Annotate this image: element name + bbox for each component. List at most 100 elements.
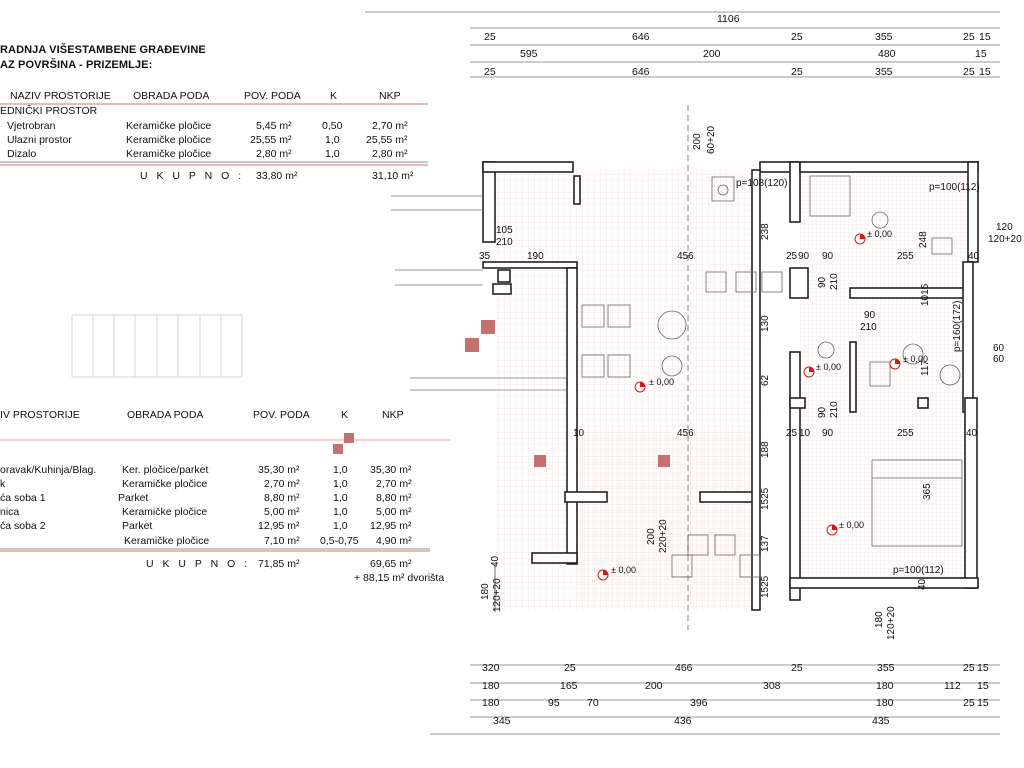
t2-row-name: ća soba 2 <box>0 520 46 532</box>
t1-row-finish: Keramičke pločice <box>126 134 212 146</box>
svg-text:60: 60 <box>993 343 1005 354</box>
t2-row-nkp: 4,90 m² <box>376 535 412 547</box>
t1-header-nkp: NKP <box>379 90 401 102</box>
site-lines <box>391 195 567 391</box>
svg-text:40: 40 <box>490 555 501 567</box>
svg-text:62: 62 <box>760 374 771 386</box>
dim: 646 <box>632 66 650 78</box>
svg-text:345: 345 <box>493 715 511 727</box>
t2-row-name: oravak/Kuhinja/Blag. <box>0 464 97 476</box>
svg-text:90: 90 <box>798 251 810 262</box>
dim: 25 <box>963 66 975 78</box>
svg-text:p=100(112): p=100(112) <box>929 182 980 193</box>
t2-row-nkp: 35,30 m² <box>370 464 412 476</box>
t1-row-area: 5,45 m² <box>256 120 292 132</box>
dim: 646 <box>632 31 650 43</box>
t2-row-nkp: 12,95 m² <box>370 520 412 532</box>
svg-text:200: 200 <box>646 528 657 545</box>
svg-text:120+20: 120+20 <box>492 578 503 612</box>
dim: 25 <box>963 31 975 43</box>
svg-text:90: 90 <box>822 428 834 439</box>
svg-text:15: 15 <box>977 680 989 692</box>
svg-text:± 0,00: ± 0,00 <box>816 362 841 372</box>
svg-text:120+20: 120+20 <box>886 606 897 640</box>
level-markers: ± 0,00 ± 0,00 ± 0,00 ± 0,00 ± 0,00 ± 0,0… <box>597 229 928 581</box>
title-line-1: RADNJA VIŠESTAMBENE GRAĐEVINE <box>0 44 206 56</box>
svg-text:308: 308 <box>763 680 781 692</box>
svg-text:180: 180 <box>876 697 894 709</box>
dim: 25 <box>484 66 496 78</box>
t2-row-area: 7,10 m² <box>264 535 300 547</box>
t1-row-area: 25,55 m² <box>250 134 292 146</box>
svg-text:60+20: 60+20 <box>706 125 717 154</box>
t1-row-nkp: 2,70 m² <box>372 120 408 132</box>
t1-row-nkp: 25,55 m² <box>366 134 408 146</box>
t2-row-finish: Keramičke pločice <box>122 478 208 490</box>
t2-total-area: 71,85 m² <box>258 558 300 570</box>
svg-text:± 0,00: ± 0,00 <box>903 354 928 364</box>
t1-row-finish: Keramičke pločice <box>126 120 212 132</box>
svg-text:248: 248 <box>918 231 929 248</box>
dim: 200 <box>703 48 721 60</box>
svg-text:90: 90 <box>817 276 828 288</box>
svg-text:200: 200 <box>645 680 663 692</box>
dim: 15 <box>975 48 987 60</box>
level-marker-icon: ± 0,00 <box>889 354 928 370</box>
t2-row-finish: Parket <box>122 520 153 532</box>
t2-row-name: ća soba 1 <box>0 492 46 504</box>
t2-row-k: 1,0 <box>333 506 348 518</box>
t2-row-nkp: 2,70 m² <box>376 478 412 490</box>
svg-text:90: 90 <box>817 406 828 418</box>
svg-text:40: 40 <box>966 428 978 439</box>
level-marker-icon: ± 0,00 <box>826 520 864 536</box>
t2-courtyard-note: + 88,15 m² dvorišta <box>354 572 445 584</box>
t2-row-finish: Keramičke pločice <box>122 506 208 518</box>
t2-total-label: U K U P N O : <box>146 558 251 570</box>
svg-text:60: 60 <box>993 354 1005 365</box>
level-marker-icon: ± 0,00 <box>854 229 892 245</box>
dim: 15 <box>979 66 991 78</box>
t1-header-k: K <box>330 90 338 102</box>
svg-text:255: 255 <box>897 428 914 439</box>
svg-text:1525: 1525 <box>760 575 771 598</box>
t2-row-k: 1,0 <box>333 520 348 532</box>
t1-row-finish: Keramičke pločice <box>126 148 212 160</box>
svg-text:456: 456 <box>677 428 694 439</box>
svg-text:436: 436 <box>674 715 692 727</box>
t2-row-finish: Parket <box>118 492 149 504</box>
t2-row-finish: Keramičke pločice <box>124 535 210 547</box>
svg-text:± 0,00: ± 0,00 <box>839 520 864 530</box>
t2-row-area: 35,30 m² <box>258 464 300 476</box>
t1-row-k: 0,50 <box>322 120 343 132</box>
parking-stalls <box>71 314 243 378</box>
svg-text:10: 10 <box>573 428 585 439</box>
svg-text:25: 25 <box>791 662 803 674</box>
t1-header-area: POV. PODA <box>244 90 301 102</box>
svg-text:25: 25 <box>564 662 576 674</box>
t1-row-area: 2,80 m² <box>256 148 292 160</box>
t2-total-nkp: 69,65 m² <box>370 558 412 570</box>
svg-text:95: 95 <box>548 697 560 709</box>
t2-row-k: 1,0 <box>333 492 348 504</box>
t2-row-area: 8,80 m² <box>264 492 300 504</box>
t2-row-k: 1,0 <box>333 478 348 490</box>
dim: 15 <box>979 31 991 43</box>
svg-text:15: 15 <box>977 662 989 674</box>
t1-row-name: Vjetrobran <box>7 120 56 132</box>
svg-text:90: 90 <box>822 251 834 262</box>
t1-group-label: EDNIČKI PROSTOR <box>0 105 98 117</box>
furniture <box>581 175 963 578</box>
t2-row-finish: Ker. pločice/parket <box>122 464 209 476</box>
dim: 355 <box>875 31 893 43</box>
t2-header-name: IV PROSTORIJE <box>0 409 80 421</box>
dim: 25 <box>791 66 803 78</box>
plan-labels: 200 60+20 p=108(120) p=100(112) 120 120+… <box>479 125 1022 640</box>
svg-text:210: 210 <box>860 322 877 333</box>
svg-text:210: 210 <box>496 237 513 248</box>
t1-row-k: 1,0 <box>325 134 340 146</box>
t2-row-k: 0,5-0,75 <box>320 535 359 547</box>
t2-header-area: POV. PODA <box>253 409 310 421</box>
svg-text:p=160(172): p=160(172) <box>952 301 963 352</box>
t2-header-k: K <box>341 409 349 421</box>
